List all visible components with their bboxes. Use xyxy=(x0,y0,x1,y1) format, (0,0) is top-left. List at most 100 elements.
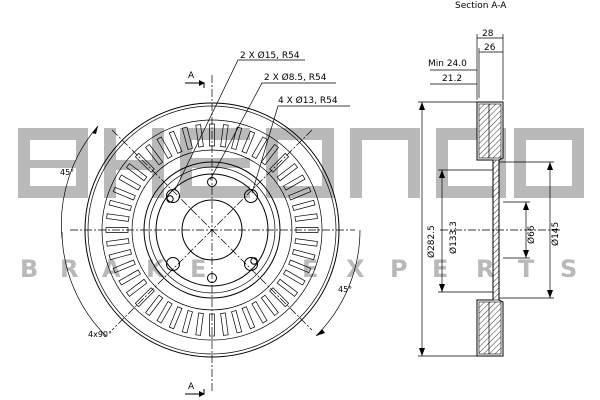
angle-arc-pattern xyxy=(61,231,107,337)
cooling-vane xyxy=(108,249,132,261)
friction-ring-lower xyxy=(478,301,502,355)
friction-ring-upper xyxy=(478,103,502,159)
cooling-vane xyxy=(126,278,148,297)
tagline-letter: E xyxy=(190,255,206,283)
dim-center-bore: Ø66 xyxy=(526,225,537,244)
cooling-vane xyxy=(283,174,306,191)
angle-arc-left xyxy=(61,125,99,239)
cooling-vane xyxy=(295,227,319,233)
cooling-vane xyxy=(241,130,256,154)
angle-pattern-label: 4x90° xyxy=(88,330,112,339)
cooling-vane xyxy=(292,199,316,211)
section-mark-bottom: A xyxy=(188,382,195,392)
cooling-vane xyxy=(260,294,279,316)
cooling-vane xyxy=(181,126,193,150)
angle-arrow xyxy=(316,329,325,336)
cooling-vane xyxy=(156,136,173,159)
dim-arrow xyxy=(439,284,445,292)
cooling-vane xyxy=(112,259,136,274)
dim-arrow xyxy=(523,250,529,258)
angle-arc-right xyxy=(315,229,361,337)
cooling-vane xyxy=(181,310,193,334)
cooling-vane xyxy=(134,287,155,308)
large-hole xyxy=(250,257,258,265)
front-view: A A 2 X Ø15, R54 2 X Ø8.5, R54 4 X Ø13, … xyxy=(60,50,361,397)
tagline-letter: R xyxy=(476,255,494,283)
dim-arrow xyxy=(419,102,425,110)
cooling-vane xyxy=(168,130,183,154)
watermark-tagline: B R A K E E X P E R T S xyxy=(20,255,577,283)
dim-hat-diameter: Ø133.3 xyxy=(448,221,459,254)
cooling-vane xyxy=(283,269,306,286)
angle-arrow xyxy=(92,126,98,134)
tagline-letter: T xyxy=(518,255,535,283)
cooling-vane xyxy=(231,126,243,150)
callout-leader xyxy=(251,105,350,194)
cooling-vane xyxy=(145,144,164,166)
dim-outer-diameter: Ø282.5 xyxy=(426,225,437,258)
callout-hole-8-5: 2 X Ø8.5, R54 xyxy=(264,72,327,83)
cooling-vane xyxy=(288,259,312,274)
cooling-vane xyxy=(134,152,155,173)
cooling-vane xyxy=(168,306,183,330)
cooling-vane xyxy=(241,306,256,330)
cooling-vane xyxy=(195,312,204,336)
cooling-vane xyxy=(251,136,268,159)
section-arrow-top xyxy=(199,80,205,86)
tagline-letter: P xyxy=(390,255,408,283)
dim-arrow xyxy=(523,202,529,210)
cooling-vane xyxy=(106,238,130,247)
section-view: Section A-A 28 26 Min 24.0 21.2 Ø282.5 xyxy=(418,1,561,357)
bolt-hole xyxy=(244,189,258,203)
cooling-vane xyxy=(118,269,141,286)
tagline-letter: B xyxy=(20,255,38,283)
cooling-vane xyxy=(294,213,318,222)
cooling-vane xyxy=(108,199,132,211)
dim-hat-offset: 21.2 xyxy=(442,74,462,84)
cooling-vane xyxy=(209,123,215,147)
cooling-vane xyxy=(220,312,229,336)
tagline-letter: E xyxy=(432,255,448,283)
callout-hole-13: 4 X Ø13, R54 xyxy=(278,95,338,106)
bolt-hole xyxy=(244,257,258,271)
cooling-vane xyxy=(156,301,173,324)
cooling-vane xyxy=(260,144,279,166)
cooling-vane xyxy=(292,249,316,261)
cooling-vane xyxy=(276,278,298,297)
dim-arrow xyxy=(419,348,425,356)
tagline-letter: R xyxy=(60,255,78,283)
cooling-vane xyxy=(209,313,215,337)
cooling-vane xyxy=(118,174,141,191)
dim-arrow xyxy=(547,162,553,170)
cooling-vane xyxy=(269,152,290,173)
dim-total-thickness: 28 xyxy=(482,29,494,39)
bolt-hole xyxy=(166,189,180,203)
cooling-vane xyxy=(288,186,312,201)
dim-hub-diameter: Ø145 xyxy=(550,222,561,246)
tagline-letter: X xyxy=(346,255,365,283)
cooling-vane xyxy=(269,287,290,308)
callout-leader xyxy=(209,82,336,181)
cooling-vane xyxy=(251,301,268,324)
cooling-vane xyxy=(126,163,148,182)
cooling-vane xyxy=(231,310,243,334)
cooling-vanes xyxy=(105,123,319,337)
callout-hole-15: 2 X Ø15, R54 xyxy=(240,50,300,61)
cooling-vane xyxy=(145,294,164,316)
watermark-logo xyxy=(18,128,584,198)
section-title: Section A-A xyxy=(455,1,507,11)
angle-label-right: 45° xyxy=(338,285,352,294)
cooling-vane xyxy=(195,124,204,148)
center-line-diagonal xyxy=(111,129,313,331)
cooling-vane xyxy=(276,163,298,182)
dim-arrow xyxy=(547,290,553,298)
cooling-vane xyxy=(220,124,229,148)
large-hole xyxy=(166,195,174,203)
tagline-letter: S xyxy=(560,255,577,283)
dim-arrow xyxy=(439,170,445,178)
callout-leader xyxy=(174,59,305,191)
dim-disc-thickness: 26 xyxy=(484,43,496,53)
angle-label-left: 45° xyxy=(60,168,74,177)
cooling-vane xyxy=(106,213,130,222)
